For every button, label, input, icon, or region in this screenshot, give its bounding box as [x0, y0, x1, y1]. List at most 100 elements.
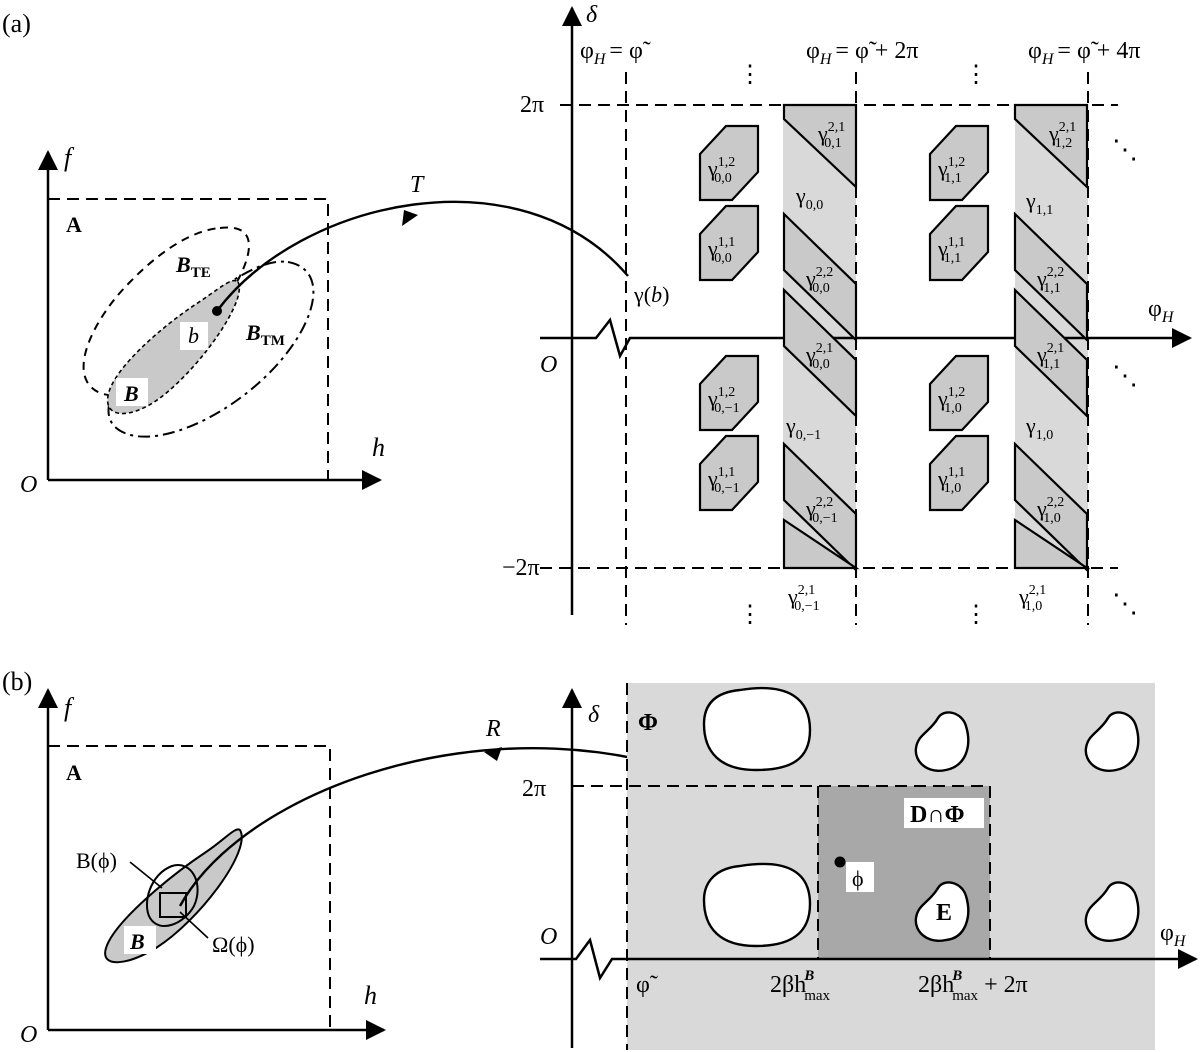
b-point-phi: [834, 856, 846, 868]
vdots-bot-0: ⋮: [738, 602, 762, 628]
gamma-cell-tall-13: [782, 517, 860, 570]
b-region-B-phi: [146, 864, 199, 927]
a-point-b-label-bg: [180, 322, 208, 350]
gamma-cell-tall-2: [782, 103, 858, 190]
b-point-phi-bg: [846, 862, 874, 892]
gamma-cell-small-11: [698, 434, 760, 512]
a-region-A-label: A: [66, 212, 82, 237]
b-right-delta-label: δ: [588, 702, 600, 728]
a-right-phi-label: φH: [1148, 296, 1175, 326]
b-B-phi-label: B(ϕ): [76, 848, 117, 873]
ddots-1: ⋱: [1112, 361, 1138, 390]
col-header-1: φH= φ̃ + 2π: [806, 38, 918, 68]
map-T-arrowhead: [402, 210, 418, 226]
a-right-phi-main: φ: [1148, 296, 1162, 322]
b-region-D-cap-Phi-label: D∩Φ: [910, 802, 964, 828]
a-region-BTE-boundary: [82, 226, 250, 397]
b-region-B-label: B: [129, 929, 145, 954]
a-point-b-label: b: [188, 323, 199, 348]
b-region-E-label: E: [936, 900, 952, 926]
a-left-origin: O: [20, 472, 37, 498]
col-header-2: φH= φ̃ + 4π: [1028, 38, 1140, 68]
gamma-cell-small-0: [698, 124, 760, 202]
b-hole-3: [914, 711, 970, 772]
gamma-cell-tall-9: [1013, 287, 1089, 419]
b-point-phi-label: ϕ: [852, 866, 864, 891]
b-left-origin: O: [20, 1022, 37, 1048]
a-tick-neg2pi: −2π: [502, 555, 540, 581]
gamma-cell-small-15: [928, 434, 990, 512]
map-T-arrow: [216, 200, 629, 312]
gamma-cell-small-14: [928, 354, 990, 432]
a-left-f-label: f: [64, 143, 75, 172]
b-right-phi-axis: [540, 937, 1198, 982]
gamma-cell-small-10: [698, 354, 760, 432]
a-gamma-b-label: γ(b): [633, 282, 669, 307]
a-region-BTE-main: B: [175, 252, 191, 277]
a-right-origin: O: [540, 352, 557, 378]
a-right-phi-sub: H: [1161, 309, 1175, 326]
gamma-cell-tall-16: [1013, 441, 1089, 573]
b-left-h-label: h: [364, 981, 377, 1010]
map-R-arrowhead: [484, 747, 502, 761]
gamma-cell-tall-4: [782, 287, 858, 419]
panel-a-right-plot: δ φH O 2π −2π γ(b) φH= φ̃ φH= φ̃ + 2π φH…: [502, 2, 1192, 628]
ddots-0: ⋱: [1112, 135, 1138, 164]
gamma-cell-small-1: [698, 204, 760, 282]
b-hole-6: [1084, 881, 1140, 942]
gamma-cell-small-6: [928, 204, 990, 282]
b-hole-2: [702, 862, 812, 948]
b-left-f-label: f: [64, 693, 75, 722]
gamma-cell-small-5: [928, 124, 990, 202]
vdots-top-0: ⋮: [738, 62, 762, 88]
gamma-cell-tall-12: [782, 441, 858, 573]
b-hole-5: [1084, 711, 1140, 772]
gamma-cell-tall-8: [1013, 211, 1089, 343]
col-header-0: φH= φ̃: [580, 38, 651, 68]
a-region-BTE-label: BTE: [175, 252, 211, 281]
b-right-phi-label: φH: [1160, 920, 1187, 950]
panel-a-label: (a): [2, 9, 31, 38]
region-label-0-0: γ0,0: [795, 183, 823, 213]
panel-b-left-plot: f h O A B B(ϕ) Ω(ϕ): [20, 688, 386, 1048]
panel-b-label: (b): [2, 667, 32, 696]
a-region-B-label-bg: [116, 378, 148, 406]
map-T-label: T: [410, 172, 425, 198]
a-region-BTM-label: BTM: [245, 320, 285, 349]
b-region-Phi-label: Φ: [638, 710, 658, 736]
vdots-bot-1: ⋮: [964, 602, 988, 628]
panel-a-left-plot: f h O A B BTE BTM b: [20, 143, 385, 498]
a-region-A-boundary: [48, 198, 329, 480]
b-region-A-label: A: [66, 760, 82, 785]
a-right-delta-label: δ: [586, 2, 598, 28]
b-hole-1: [702, 686, 812, 772]
b-region-B-label-bg: [124, 926, 156, 954]
a-region-BTE-sub: TE: [191, 265, 211, 281]
gamma-cell-tall-3: [782, 211, 858, 343]
gamma-cell-tall-17: [1013, 517, 1091, 570]
a-region-BTM-sub: TM: [261, 333, 285, 349]
a-region-B-label: B: [123, 381, 139, 406]
b-Omega-phi-leader: [179, 911, 209, 939]
a-tick-2pi: 2π: [520, 92, 544, 118]
region-label-0-m1: γ0,−1: [785, 413, 821, 443]
